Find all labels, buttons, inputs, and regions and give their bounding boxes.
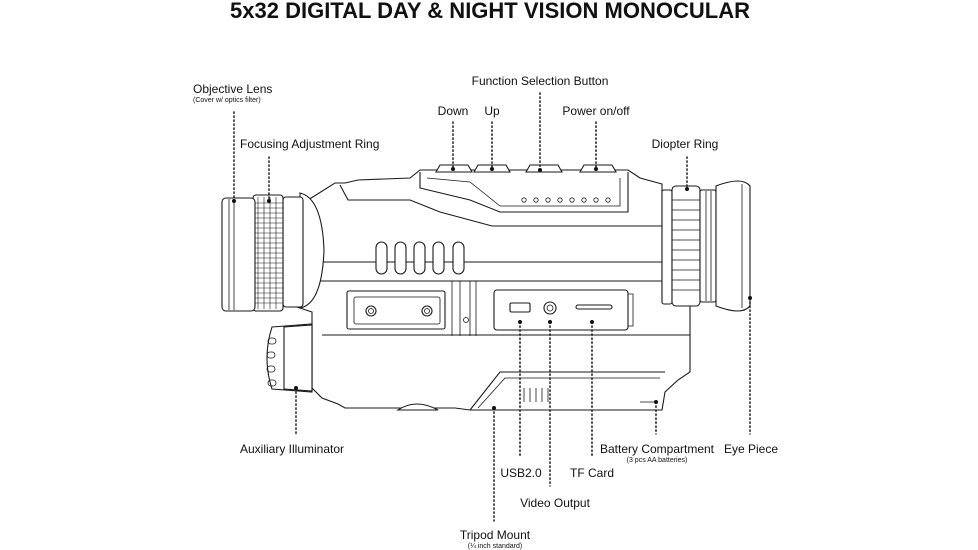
label-function-button: Function Selection Button	[472, 74, 609, 88]
label-power: Power on/off	[562, 104, 630, 118]
label-eye-piece: Eye Piece	[724, 442, 778, 456]
top-buttons	[435, 164, 617, 173]
label-usb: USB2.0	[500, 466, 542, 480]
label-objective-lens: Objective Lens	[193, 82, 272, 96]
diagram-title: 5x32 DIGITAL DAY & NIGHT VISION MONOCULA…	[230, 0, 750, 23]
label-up: Up	[484, 104, 500, 118]
vent-slots	[523, 388, 549, 402]
label-auxiliary-illuminator: Auxiliary Illuminator	[240, 442, 344, 456]
label-focusing-ring: Focusing Adjustment Ring	[240, 137, 379, 151]
label-tf-card: TF Card	[570, 466, 614, 480]
label-down: Down	[438, 104, 469, 118]
knurl-lines	[253, 197, 283, 309]
callout-labels: Objective Lens (Cover w/ optics filter) …	[193, 74, 778, 550]
label-objective-lens-note: (Cover w/ optics filter)	[193, 97, 261, 104]
label-diopter-ring: Diopter Ring	[652, 137, 719, 151]
label-battery-compartment: Battery Compartment	[600, 442, 715, 456]
label-tripod-note: (¼ inch standard)	[468, 543, 522, 550]
indicator-dots	[521, 197, 611, 203]
label-tripod-mount: Tripod Mount	[460, 528, 531, 542]
device-illustration	[221, 164, 751, 411]
label-battery-note: (3 pcs AA batteries)	[627, 457, 688, 464]
label-video-output: Video Output	[520, 496, 590, 510]
leader-dots	[232, 167, 752, 410]
leader-lines	[233, 92, 751, 522]
